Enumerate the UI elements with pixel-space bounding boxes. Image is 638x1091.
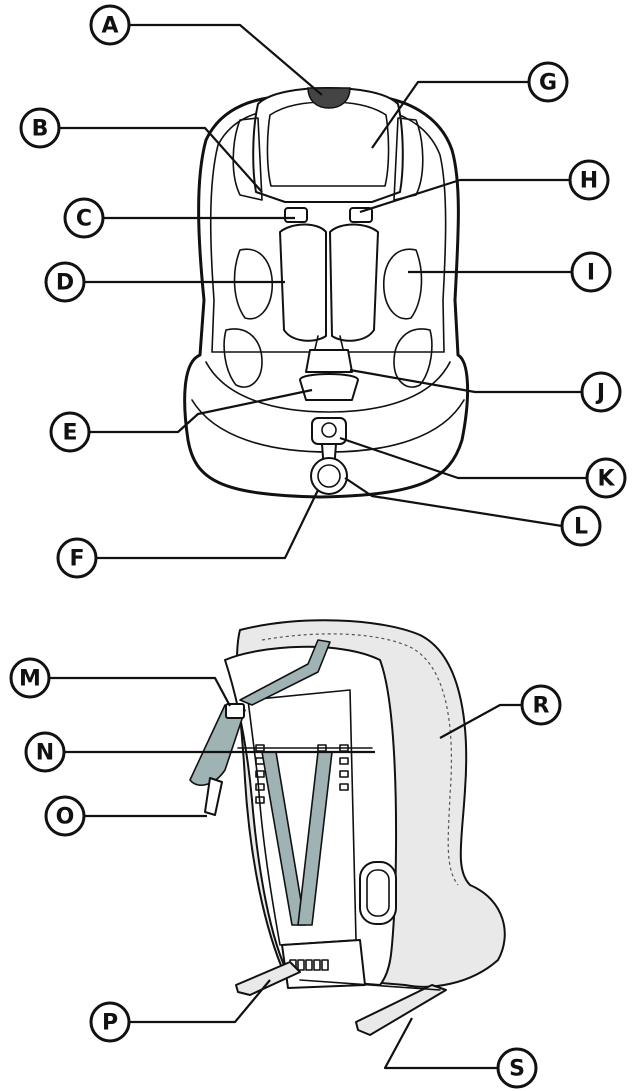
- leader-L: [345, 478, 562, 526]
- callout-L: L: [562, 507, 600, 545]
- callout-O: O: [46, 797, 84, 835]
- shoulder-slot-left: [285, 208, 307, 222]
- leader-F: [96, 490, 318, 558]
- isofix-arm-right: [356, 985, 446, 1035]
- harness-pad-left: [280, 225, 326, 341]
- callout-S-label: S: [509, 1057, 525, 1082]
- side-pad-right: [384, 249, 422, 319]
- callout-E-label: E: [62, 421, 77, 446]
- callout-E: E: [51, 413, 89, 451]
- callout-N: N: [26, 733, 64, 771]
- callout-A: A: [91, 6, 129, 44]
- rear-view-seat: [190, 620, 505, 1035]
- callout-I-label: I: [587, 261, 595, 286]
- harness-pad-right: [330, 225, 378, 341]
- callout-G: G: [529, 63, 567, 101]
- callout-O-label: O: [56, 805, 75, 830]
- front-view-seat: [185, 88, 468, 497]
- leader-K: [340, 438, 587, 478]
- crotch-buckle: [300, 374, 358, 400]
- harness-buckle: [306, 350, 352, 372]
- callout-N-label: N: [36, 741, 54, 766]
- leader-B: [59, 128, 262, 192]
- callout-K-label: K: [597, 467, 615, 492]
- callout-F-label: F: [69, 547, 84, 572]
- callout-C-label: C: [76, 207, 92, 232]
- callout-B: B: [21, 109, 59, 147]
- callout-M-label: M: [19, 667, 41, 692]
- callout-P-label: P: [102, 1011, 118, 1036]
- callout-L-label: L: [574, 515, 588, 540]
- leader-A: [129, 25, 322, 95]
- callout-D: D: [46, 263, 84, 301]
- callout-K: K: [587, 459, 625, 497]
- cushion-left: [224, 329, 262, 387]
- side-pad-left: [235, 249, 273, 319]
- side-vent: [360, 862, 396, 924]
- callout-H-label: H: [580, 169, 598, 194]
- top-tether-adjuster: [226, 704, 244, 718]
- callout-S: S: [498, 1049, 536, 1087]
- callout-C: C: [65, 199, 103, 237]
- callout-J: J: [582, 373, 620, 411]
- callout-B-label: B: [32, 117, 49, 142]
- callout-G-label: G: [539, 71, 557, 96]
- recline-knob: [311, 458, 347, 494]
- callout-R: R: [522, 686, 560, 724]
- callout-F: F: [58, 539, 96, 577]
- callout-P: P: [91, 1003, 129, 1041]
- callout-H: H: [570, 161, 608, 199]
- callout-I: I: [572, 253, 610, 291]
- callout-M: M: [11, 659, 49, 697]
- callout-D-label: D: [56, 271, 74, 296]
- callout-R-label: R: [533, 694, 550, 719]
- rear-base: [282, 940, 365, 988]
- callout-J-label: J: [595, 381, 605, 406]
- callout-A-label: A: [101, 14, 118, 39]
- leader-S: [385, 1018, 498, 1068]
- harness-adjuster: [312, 418, 346, 444]
- leader-M: [49, 678, 230, 706]
